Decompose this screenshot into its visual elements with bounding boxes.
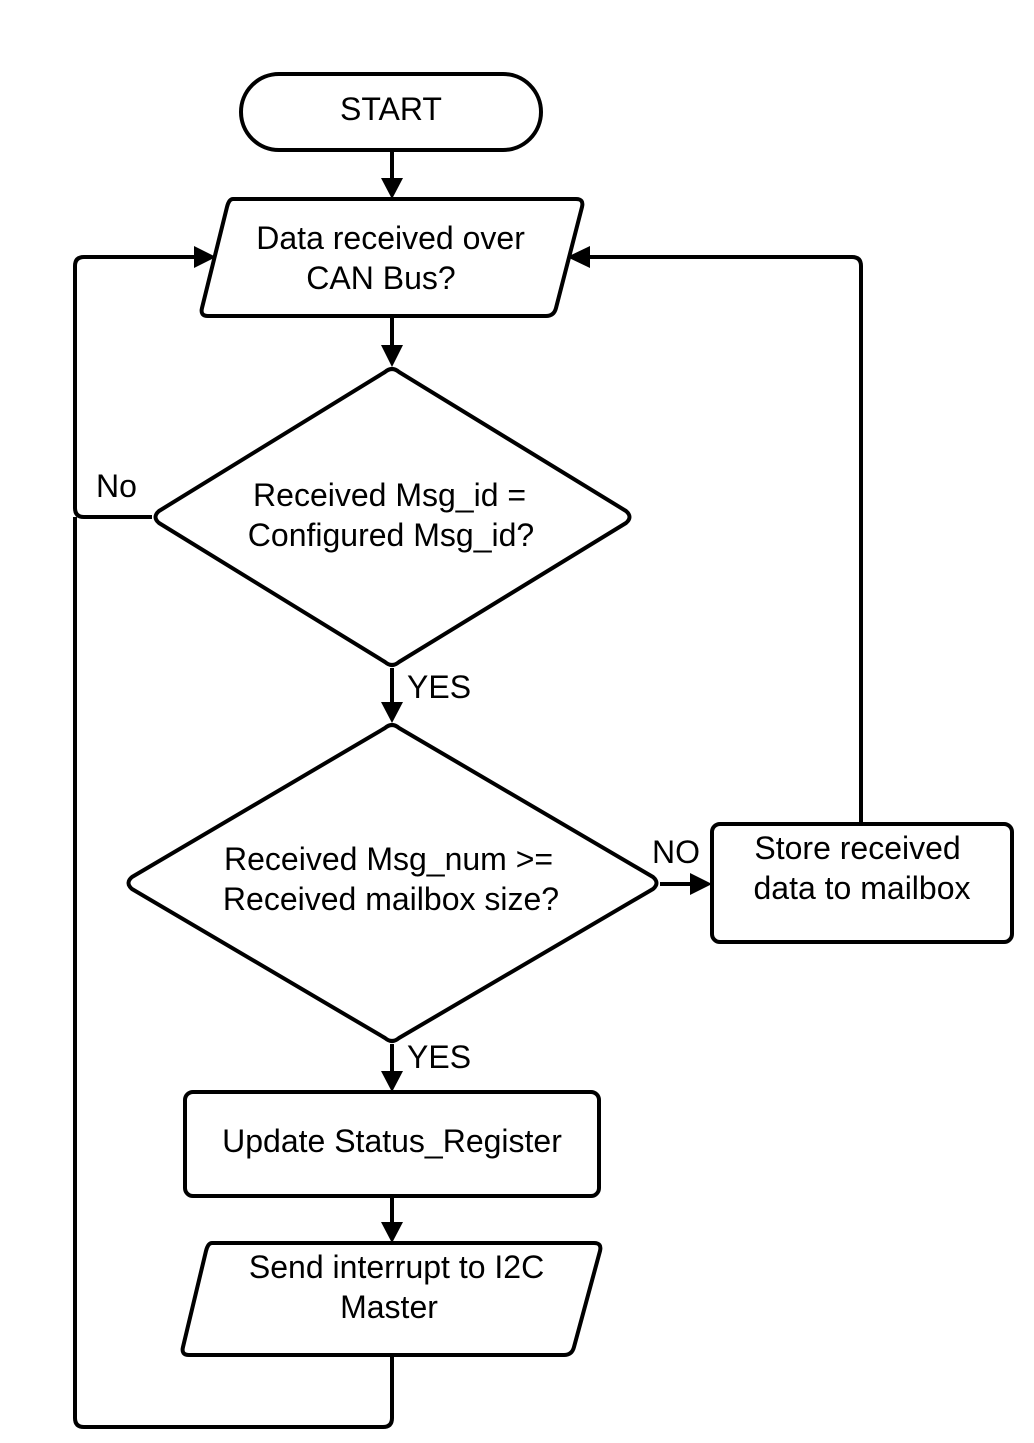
msg-num-label-line-1: Received Msg_num >= [224, 841, 553, 877]
msg-id-label: Received Msg_id = Configured Msg_id? [248, 477, 535, 553]
data-received-label: Data received over CAN Bus? [256, 220, 533, 296]
data-received-label-line-1: Data received over [256, 220, 525, 256]
arrowhead-msg-num-no [690, 873, 712, 895]
edge-msg-id-no-loop-back [73, 255, 194, 519]
arrowhead-msg-id-yes [381, 702, 403, 723]
start-label-line-1: START [340, 91, 442, 127]
node-msg-id-check: Received Msg_id = Configured Msg_id? [153, 367, 632, 667]
node-msg-num-check: Received Msg_num >= Received mailbox siz… [126, 723, 659, 1043]
arrowhead-msg-id-no-loop-back [194, 246, 216, 268]
node-data-received: Data received over CAN Bus? [199, 197, 585, 318]
msg-num-decision-diamond-shape [126, 723, 659, 1043]
node-start: START [239, 72, 543, 152]
arrowhead-update-to-send-interrupt [381, 1222, 403, 1243]
start-label: START [340, 91, 442, 127]
node-store-data: Store received data to mailbox [710, 822, 1014, 944]
data-received-label-line-2: CAN Bus? [306, 260, 455, 296]
node-update-status: Update Status_Register [183, 1090, 601, 1198]
edge-label-msg-num-no: NO [652, 834, 700, 870]
msg-id-label-line-1: Received Msg_id = [253, 477, 526, 513]
send-interrupt-label: Send interrupt to I2C Master [249, 1249, 553, 1325]
send-interrupt-parallelogram-shape [180, 1241, 603, 1357]
connectors [73, 150, 863, 1429]
send-interrupt-label-line-1: Send interrupt to I2C [249, 1249, 544, 1285]
start-terminator-shape [239, 72, 543, 152]
node-send-interrupt: Send interrupt to I2C Master [180, 1241, 603, 1357]
store-data-label: Store received data to mailbox [753, 830, 970, 906]
arrowhead-data-received-to-msg-id [381, 345, 403, 367]
edge-store-loop-back [590, 255, 863, 824]
edge-send-interrupt-loop-back [73, 517, 394, 1429]
store-data-label-line-2: data to mailbox [753, 870, 970, 906]
data-received-parallelogram-shape [199, 197, 585, 318]
update-status-label: Update Status_Register [222, 1123, 562, 1159]
update-status-process-shape [183, 1090, 601, 1198]
update-status-label-line-1: Update Status_Register [222, 1123, 562, 1159]
msg-num-label: Received Msg_num >= Received mailbox siz… [223, 841, 562, 917]
send-interrupt-label-line-2: Master [340, 1289, 438, 1325]
edge-labels: No YES NO YES [96, 468, 700, 1075]
msg-id-decision-diamond-shape [153, 367, 632, 667]
store-data-label-line-1: Store received [754, 830, 960, 866]
edge-label-msg-num-yes: YES [407, 1039, 471, 1075]
edge-label-msg-id-no: No [96, 468, 137, 504]
arrowhead-msg-num-yes [381, 1071, 403, 1092]
edge-label-msg-id-yes: YES [407, 669, 471, 705]
arrowhead-store-loop-back [567, 246, 590, 268]
store-data-process-shape [710, 822, 1014, 944]
msg-id-label-line-2: Configured Msg_id? [248, 517, 534, 553]
arrowhead-start-to-data-received [381, 178, 403, 199]
msg-num-label-line-2: Received mailbox size? [223, 881, 559, 917]
